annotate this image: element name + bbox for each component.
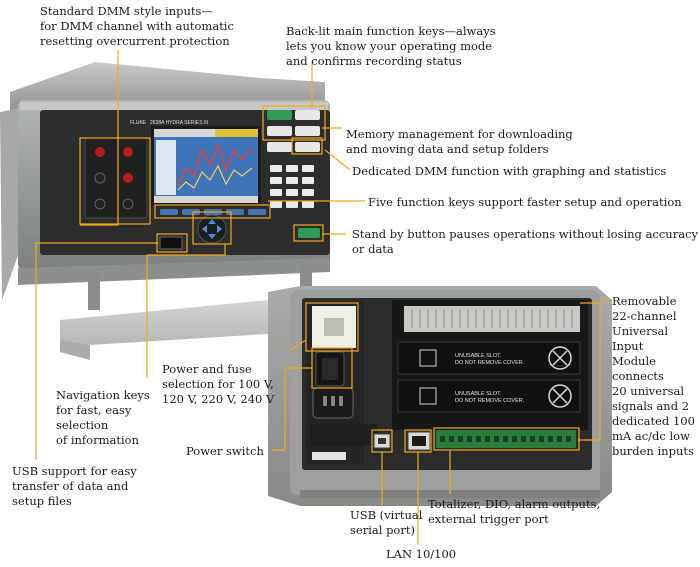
callout-lan: LAN 10/100: [386, 547, 457, 561]
brand-label: FLUKE: [130, 120, 147, 126]
callout-power-fuse: Power and fuse selection for 100 V, 120 …: [162, 362, 275, 406]
callout-power-switch: Power switch: [186, 444, 264, 458]
slot-2-warning: UNUSABLE SLOT.DO NOT REMOVE COVER.: [455, 391, 525, 404]
callout-usb-rear: USB (virtual serial port): [350, 508, 423, 537]
callout-input-module: Removable 22-channel Universal Input Mod…: [612, 294, 695, 458]
callout-backlit-keys: Back-lit main function keys—always lets …: [286, 24, 496, 68]
callout-memory: Memory management for downloading and mo…: [346, 127, 573, 156]
callout-function-keys: Five function keys support faster setup …: [368, 195, 682, 209]
callout-usb-front: USB support for easy transfer of data an…: [12, 464, 137, 508]
callout-dmm-function: Dedicated DMM function with graphing and…: [352, 164, 667, 178]
callout-totalizer: Totalizer, DIO, alarm outputs, external …: [428, 497, 601, 526]
front-instrument: FLUKE 2638A HYDRA SERIES III: [0, 62, 330, 360]
callout-navigation: Navigation keys for fast, easy selection…: [56, 388, 150, 447]
slot-1-warning: UNUSABLE SLOT.DO NOT REMOVE COVER.: [455, 353, 525, 366]
callout-standby: Stand by button pauses operations withou…: [352, 227, 699, 256]
rear-instrument: UNUSABLE SLOT.DO NOT REMOVE COVER. UNUSA…: [268, 286, 612, 506]
callout-leaders: [35, 50, 610, 545]
model-label: 2638A HYDRA SERIES III: [150, 120, 208, 126]
callout-dmm-inputs: Standard DMM style inputs— for DMM chann…: [40, 4, 234, 48]
